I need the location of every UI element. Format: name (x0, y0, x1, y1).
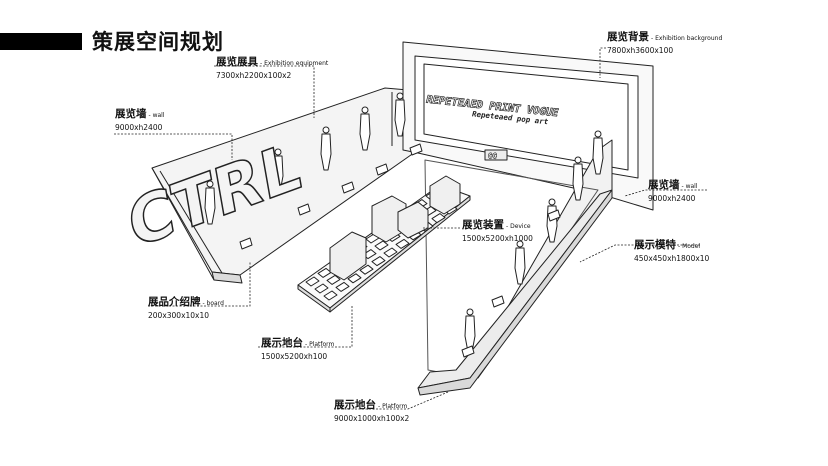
board-stand (297, 203, 311, 216)
label-platform-center: 展示地台- Platform 1500x5200xh100 (261, 333, 334, 361)
mannequin (466, 308, 474, 316)
label-platform-center-en: - Platform (305, 341, 335, 348)
pedestal (314, 283, 329, 294)
mannequin (594, 130, 602, 138)
board-stand (341, 181, 355, 194)
header-bar (0, 33, 82, 50)
leader-board (148, 262, 251, 307)
mannequin (359, 113, 371, 151)
label-wall-left-cn: 展览墙 (115, 108, 147, 120)
label-model-cn: 展示模特 (634, 239, 676, 251)
long-platform (417, 189, 613, 396)
mannequin (274, 148, 282, 156)
label-wall-left-dim: 9000xh2400 (115, 123, 163, 132)
label-platform-long: 展示地台- Platform 9000x1000xh100x2 (334, 395, 409, 423)
label-platform-center-cn: 展示地台 (261, 337, 303, 349)
label-board-dim: 200x300x10x10 (148, 311, 210, 320)
pedestal (374, 240, 389, 251)
label-platform-center-dim: 1500x5200xh100 (261, 352, 328, 361)
leader-wall-left (114, 133, 233, 160)
mannequin (396, 92, 404, 100)
label-device-en: - Device (506, 223, 531, 230)
pedestal (326, 274, 341, 285)
leader-lines (114, 47, 707, 410)
label-equipment: 展览展具- Exhibition equipment 7300xh2200x10… (216, 52, 328, 80)
label-model-dim: 450x450xh1800x10 (634, 254, 710, 263)
leader-model (579, 244, 700, 263)
pedestal (359, 264, 374, 275)
mannequin (394, 99, 406, 137)
pedestal (431, 213, 446, 224)
label-wall-left: 展览墙- wall 9000xh2400 (115, 104, 165, 132)
label-platform-long-en: - Platform (378, 403, 408, 410)
pedestal (323, 290, 338, 301)
board-stand (547, 209, 561, 222)
pedestal (305, 276, 320, 287)
pedestal (371, 256, 386, 267)
label-equipment-cn: 展览展具 (216, 56, 258, 68)
pedestal (347, 273, 362, 284)
label-model-en: - Model (678, 243, 701, 250)
label-device-cn: 展览装置 (462, 219, 504, 231)
pedestal (395, 238, 410, 249)
label-wall-right-dim: 9000xh2400 (648, 194, 696, 203)
label-wall-right-cn: 展览墙 (648, 179, 680, 191)
label-board: 展品介绍牌- board 200x300x10x10 (148, 292, 224, 320)
label-background-cn: 展览背景 (607, 31, 649, 43)
label-board-en: - board (202, 300, 224, 307)
leader-background (599, 47, 606, 78)
mannequin (322, 126, 330, 134)
label-wall-right: 展览墙- wall 9000xh2400 (648, 175, 698, 203)
label-device: 展览装置- Device 1500x5200xh1000 (462, 215, 533, 243)
label-equipment-dim: 7300xh2200x100x2 (216, 71, 292, 80)
small-sign: @@ (488, 151, 498, 160)
mannequin (272, 155, 284, 193)
page-title: 策展空间规划 (92, 30, 224, 54)
pedestal (335, 281, 350, 292)
board-stand (409, 143, 423, 156)
label-device-dim: 1500x5200xh1000 (462, 234, 533, 243)
device-blocks (329, 175, 461, 281)
mannequin (574, 156, 582, 164)
mannequin (516, 240, 524, 248)
mannequin (548, 198, 556, 206)
label-wall-right-en: - wall (681, 183, 698, 190)
label-background-en: - Exhibition background (651, 35, 723, 42)
mannequin (572, 163, 584, 201)
mannequin (204, 187, 216, 225)
board-stand (375, 163, 389, 176)
label-platform-long-dim: 9000x1000xh100x2 (334, 414, 410, 423)
label-wall-left-en: - wall (148, 112, 165, 119)
mannequin (514, 247, 526, 285)
label-background-dim: 7800xh3600x100 (607, 46, 674, 55)
mannequin (206, 180, 214, 188)
mannequin (320, 133, 332, 171)
pedestal (383, 247, 398, 258)
label-equipment-en: - Exhibition equipment (260, 60, 329, 67)
board-stand (239, 237, 253, 250)
leader-equipment (214, 65, 315, 118)
label-model: 展示模特- Model 450x450xh1800x10 (634, 235, 709, 263)
board-stands (239, 143, 561, 358)
label-background: 展览背景- Exhibition background 7800xh3600x1… (607, 27, 722, 55)
label-board-cn: 展品介绍牌 (148, 296, 201, 308)
board-stand (461, 345, 475, 358)
board-stand (491, 295, 505, 308)
label-platform-long-cn: 展示地台 (334, 399, 376, 411)
mannequin (361, 106, 369, 114)
leader-platform-long (334, 391, 449, 410)
mannequin (592, 137, 604, 175)
